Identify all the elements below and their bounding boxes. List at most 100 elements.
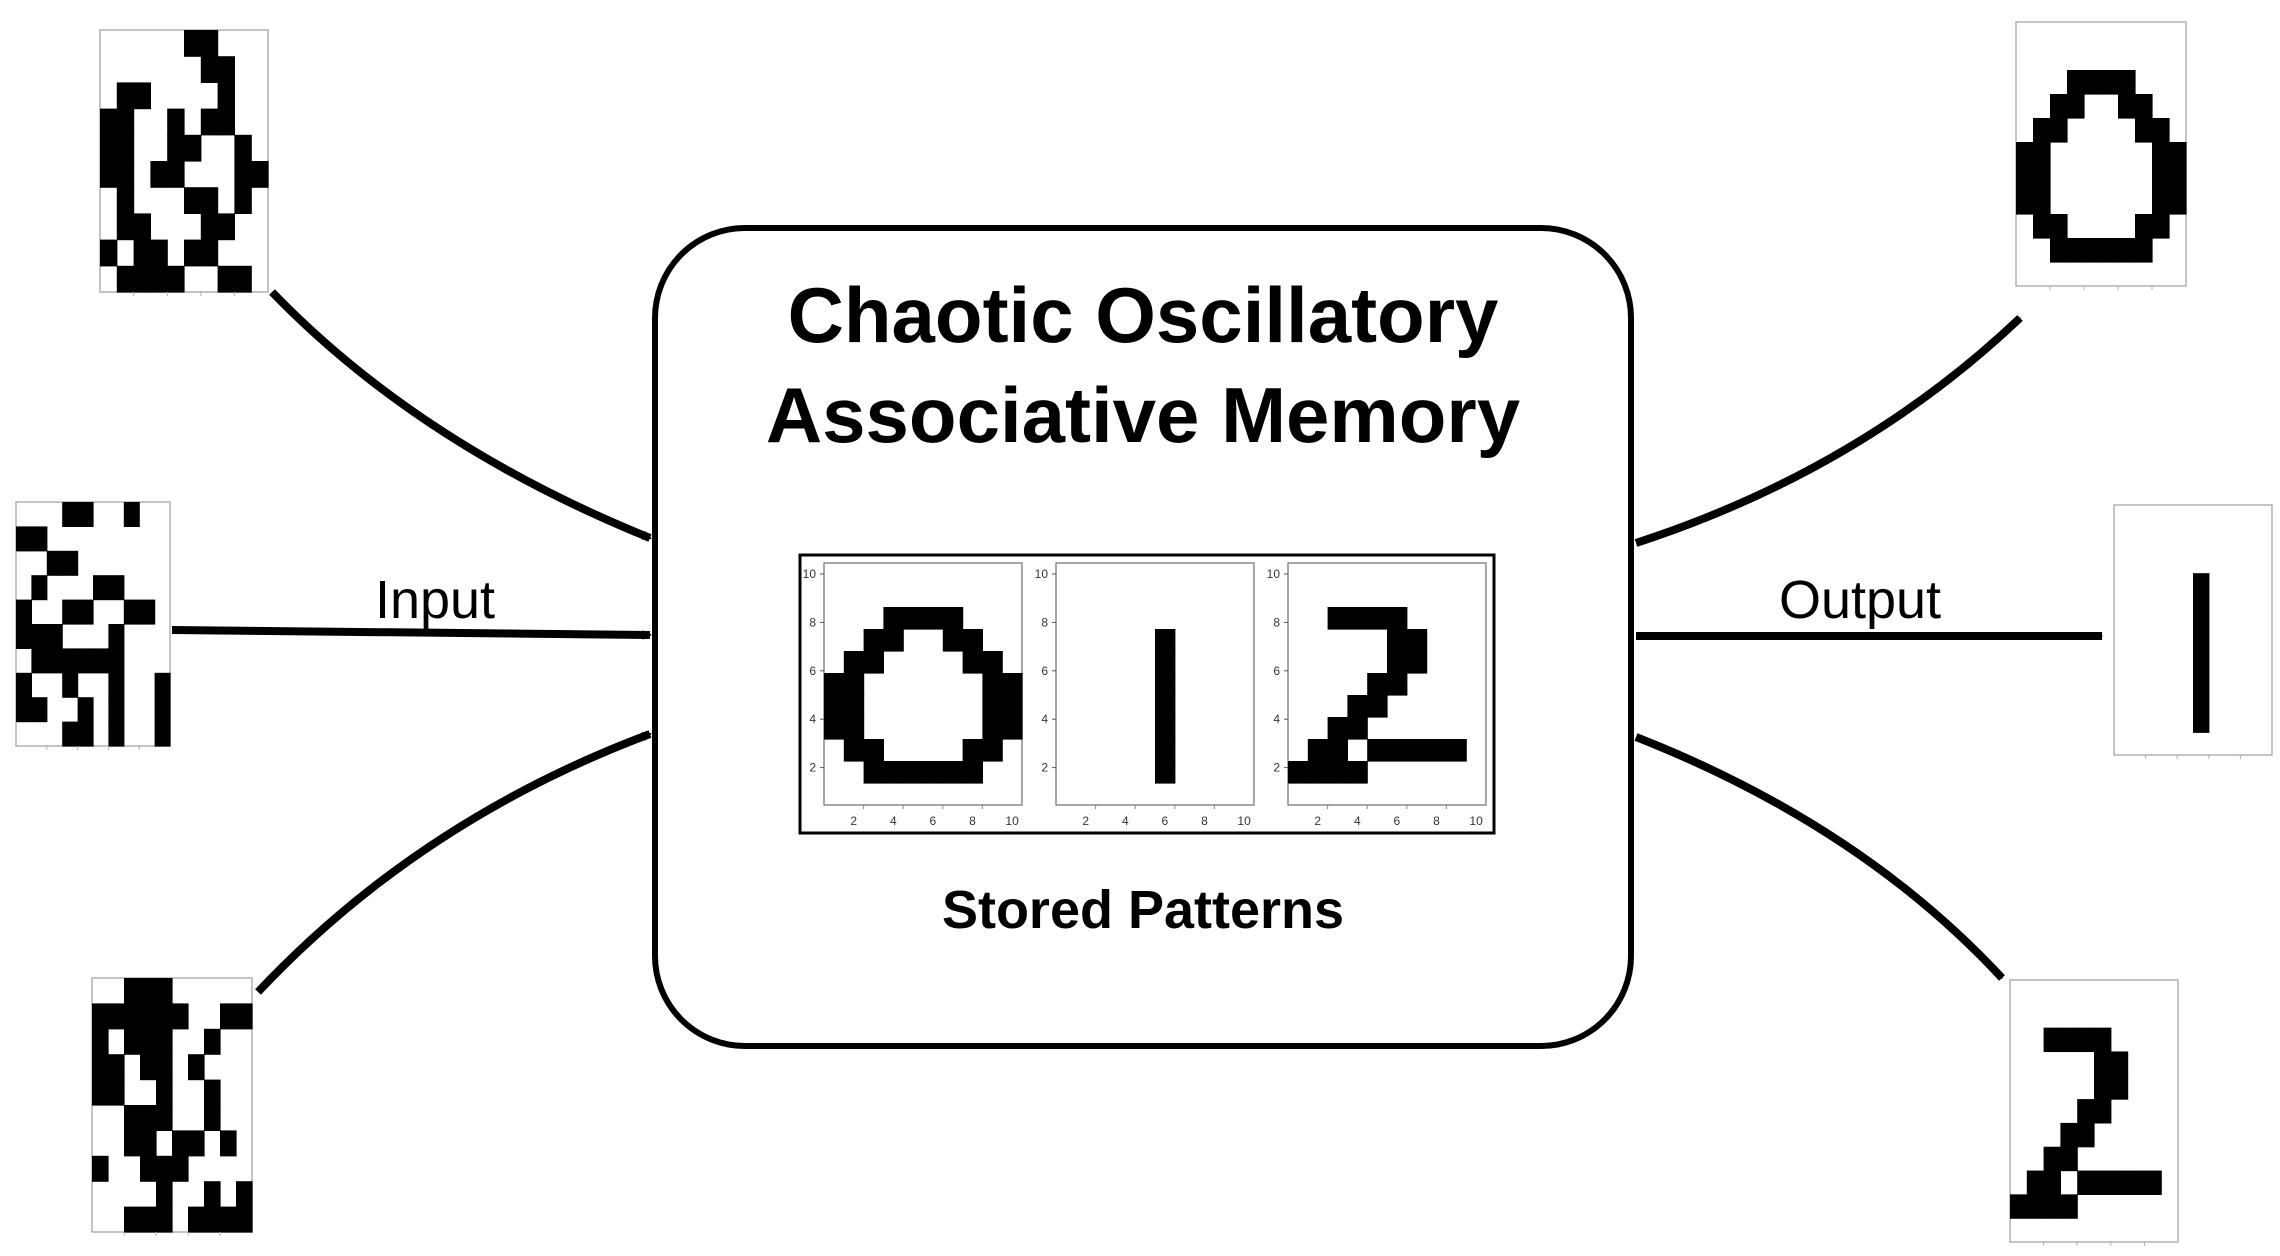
pixel-cell <box>2084 70 2102 95</box>
x-tick-label: 10 <box>1469 814 1483 828</box>
pixel-cell <box>1387 651 1408 674</box>
pixel-cell <box>31 575 48 601</box>
pixel-cell <box>2033 118 2051 143</box>
pixel-cell <box>200 187 219 214</box>
pixel-cell <box>31 526 48 552</box>
pixel-cell <box>1288 761 1309 784</box>
pixel-cell <box>843 673 865 696</box>
pixel-cell <box>2110 1170 2129 1195</box>
pixel-cell <box>62 672 79 698</box>
pixel-cell <box>234 161 252 188</box>
pixel-cell <box>962 761 983 784</box>
pixel-cell <box>62 502 79 527</box>
pixel-cell <box>2026 1194 2045 1219</box>
y-tick-label: 4 <box>809 712 816 726</box>
pixel-cell <box>156 1206 173 1233</box>
pixel-cell <box>217 108 235 136</box>
pixel-cell <box>2043 1194 2061 1219</box>
pixel-cell <box>1426 739 1447 762</box>
pixel-cell <box>156 1181 173 1208</box>
pixel-cell <box>2135 214 2153 239</box>
pixel-cell <box>843 717 865 740</box>
y-tick-label: 6 <box>1273 664 1280 678</box>
pixel-cell <box>1307 761 1329 784</box>
pixel-cell <box>2010 1194 2028 1219</box>
pixel-cell <box>124 1206 141 1233</box>
title-line-1: Chaotic Oscillatory <box>788 271 1499 359</box>
x-tick-label: 2 <box>1082 814 1089 828</box>
pixel-cell <box>100 108 118 136</box>
pixel-cell <box>16 599 32 625</box>
x-tick-label: 4 <box>1354 814 1361 828</box>
pixel-cell <box>156 1054 173 1081</box>
pixel-cell <box>2016 142 2034 167</box>
y-tick-label: 2 <box>1041 761 1048 775</box>
pixel-cell <box>204 1181 221 1208</box>
pixel-cell <box>2043 1146 2061 1172</box>
pixel-cell <box>220 1130 237 1157</box>
pixel-cell <box>236 1206 253 1233</box>
pixel-cell <box>824 717 845 740</box>
pixel-cell <box>100 134 118 162</box>
pixel-cell <box>156 1155 173 1182</box>
pixel-cell <box>123 502 140 527</box>
x-tick-label: 2 <box>850 814 857 828</box>
pixel-cell <box>167 134 185 162</box>
pixel-cell <box>843 695 865 718</box>
pixel-cell <box>234 187 252 214</box>
pixel-cell <box>1387 739 1408 762</box>
pixel-cell <box>140 1206 157 1233</box>
pixel-cell <box>140 978 157 1004</box>
pixel-cell <box>1367 607 1388 630</box>
pixel-cell <box>2193 686 2210 711</box>
pixel-cell <box>16 526 32 552</box>
pixel-cell <box>2033 166 2051 191</box>
pixel-cell <box>2135 118 2153 143</box>
pixel-cell <box>2050 214 2068 239</box>
y-tick-label: 10 <box>1035 567 1049 581</box>
pixel-cell <box>188 1130 205 1157</box>
x-tick-label: 8 <box>969 814 976 828</box>
pixel-cell <box>16 672 32 698</box>
pixel-cell <box>200 56 219 83</box>
pixel-cell <box>108 1079 125 1106</box>
input-arrow-bottom <box>255 730 650 995</box>
pixel-cell <box>108 624 125 649</box>
pixel-cell <box>2084 238 2102 263</box>
output-2 <box>2009 979 2179 1246</box>
x-tick-label: 10 <box>1237 814 1251 828</box>
pixel-cell <box>77 697 94 723</box>
pixel-cell <box>124 1028 141 1055</box>
pixel-cell <box>2060 1027 2078 1053</box>
y-tick-label: 4 <box>1041 712 1048 726</box>
pixel-cell <box>2077 1170 2095 1195</box>
pixel-cell <box>2094 1170 2112 1195</box>
pixel-cell <box>133 265 151 293</box>
pixel-cell <box>2101 70 2119 95</box>
pixel-cell <box>942 607 964 630</box>
pixel-cell <box>2016 190 2034 215</box>
pixel-cell <box>2169 190 2187 215</box>
pixel-cell <box>1155 739 1176 762</box>
pixel-cell <box>184 30 202 57</box>
pixel-cell <box>140 1003 157 1030</box>
pixel-cell <box>1387 629 1408 652</box>
x-tick-label: 2 <box>1314 814 1321 828</box>
pixel-cell <box>2152 142 2170 167</box>
pixel-cell <box>2067 94 2085 119</box>
pixel-cell <box>172 1003 189 1030</box>
pixel-cell <box>92 1003 109 1030</box>
pixel-cell <box>2077 1027 2095 1053</box>
pixel-cell <box>108 1003 125 1030</box>
pixel-cell <box>863 761 884 784</box>
input-label: Input <box>375 570 495 630</box>
pixel-cell <box>2060 1122 2078 1148</box>
pixel-cell <box>2127 1170 2145 1195</box>
noisy-input-3 <box>91 977 253 1236</box>
pixel-cell <box>2077 1122 2095 1148</box>
pixel-cell <box>133 213 151 241</box>
pixel-cell <box>2101 238 2119 263</box>
